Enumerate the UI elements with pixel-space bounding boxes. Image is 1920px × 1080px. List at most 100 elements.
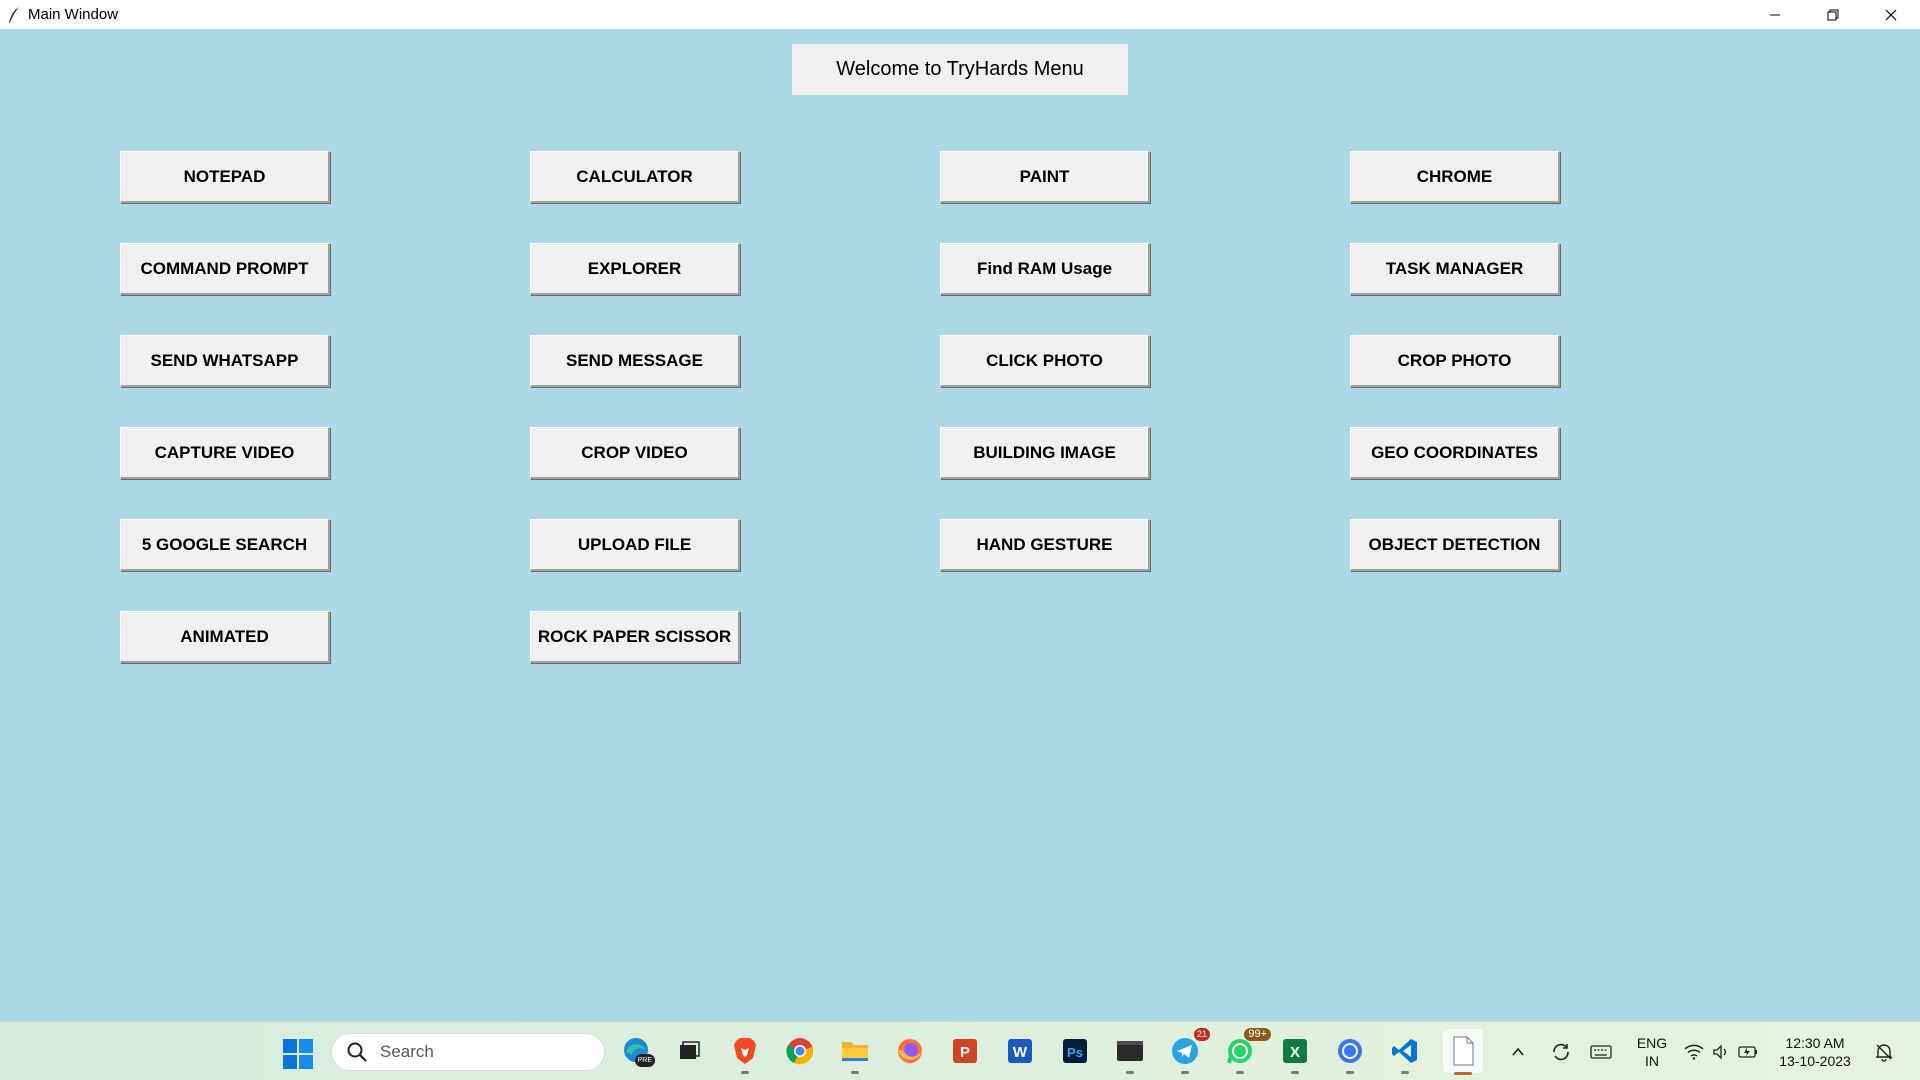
language-code: ENG	[1636, 1034, 1668, 1051]
show-hidden-icons[interactable]	[1510, 1022, 1526, 1080]
word-icon: W	[1008, 1039, 1032, 1063]
find-ram-usage-button[interactable]: Find RAM Usage	[940, 243, 1150, 295]
running-indicator	[1401, 1071, 1409, 1074]
window-controls	[1746, 0, 1920, 29]
telegram-app[interactable]: 21	[1168, 1028, 1210, 1074]
running-indicator	[1236, 1071, 1244, 1074]
minimize-icon	[1770, 14, 1780, 15]
clock-time: 12:30 AM	[1785, 1034, 1845, 1051]
word-app[interactable]: W	[1003, 1034, 1037, 1068]
chrome-app[interactable]	[783, 1034, 817, 1068]
client-area: Welcome to TryHards Menu NOTEPAD CALCULA…	[0, 29, 1920, 1021]
building-image-button[interactable]: BUILDING IMAGE	[940, 427, 1150, 479]
whatsapp-icon	[1227, 1039, 1252, 1064]
running-indicator	[1181, 1071, 1189, 1074]
excel-icon: X	[1283, 1039, 1307, 1063]
telegram-badge: 21	[1193, 1028, 1210, 1041]
running-indicator	[741, 1071, 749, 1074]
search-placeholder: Search	[380, 1042, 434, 1061]
notification-bell-icon	[1875, 1043, 1893, 1062]
close-icon	[1885, 9, 1897, 20]
running-indicator	[1291, 1071, 1299, 1074]
paint-button[interactable]: PAINT	[940, 151, 1150, 203]
terminal-app[interactable]	[1113, 1034, 1147, 1074]
send-whatsapp-button[interactable]: SEND WHATSAPP	[120, 335, 330, 387]
quick-settings[interactable]	[1684, 1022, 1758, 1080]
volume-icon	[1713, 1043, 1726, 1060]
python-window-app[interactable]	[1443, 1029, 1483, 1075]
clock[interactable]: 12:30 AM 13-10-2023	[1778, 1022, 1852, 1080]
feather-icon	[5, 6, 23, 24]
powerpoint-app[interactable]: P	[948, 1034, 982, 1068]
taskbar: Search PRE P	[0, 1021, 1920, 1080]
close-button[interactable]	[1862, 0, 1920, 29]
region-code: IN	[1645, 1052, 1659, 1069]
notifications-button[interactable]	[1874, 1022, 1894, 1080]
brave-icon	[734, 1038, 756, 1064]
folder-icon	[842, 1042, 868, 1061]
click-photo-button[interactable]: CLICK PHOTO	[940, 335, 1150, 387]
crop-video-button[interactable]: CROP VIDEO	[530, 427, 740, 479]
wifi-icon	[1684, 1044, 1704, 1060]
sync-icon	[1553, 1043, 1569, 1060]
taskbar-search[interactable]: Search	[331, 1033, 605, 1071]
vscode-icon	[1392, 1039, 1417, 1063]
photoshop-app[interactable]: Ps	[1058, 1034, 1092, 1068]
send-message-button[interactable]: SEND MESSAGE	[530, 335, 740, 387]
clock-date: 13-10-2023	[1779, 1052, 1851, 1069]
telegram-icon	[1172, 1038, 1198, 1064]
start-button[interactable]	[282, 1038, 314, 1070]
restore-button[interactable]	[1804, 0, 1862, 29]
running-indicator	[1126, 1071, 1134, 1074]
windows-logo-icon	[283, 1039, 313, 1069]
signal-app[interactable]	[1333, 1034, 1367, 1074]
task-manager-button[interactable]: TASK MANAGER	[1350, 243, 1560, 295]
task-view-icon	[680, 1041, 700, 1059]
brave-app[interactable]	[728, 1034, 762, 1074]
minimize-button[interactable]	[1746, 0, 1804, 29]
google-search-button[interactable]: 5 GOOGLE SEARCH	[120, 519, 330, 571]
capture-video-button[interactable]: CAPTURE VIDEO	[120, 427, 330, 479]
animated-button[interactable]: ANIMATED	[120, 611, 330, 663]
geo-coordinates-button[interactable]: GEO COORDINATES	[1350, 427, 1560, 479]
title-bar: Main Window	[0, 0, 1920, 29]
chevron-up-icon	[1512, 1047, 1524, 1056]
whatsapp-badge: 99+	[1244, 1028, 1271, 1041]
document-icon	[1453, 1036, 1474, 1066]
battery-icon	[1738, 1045, 1757, 1058]
chat-bubble-icon	[1338, 1039, 1362, 1063]
hand-gesture-button[interactable]: HAND GESTURE	[940, 519, 1150, 571]
taskview-app[interactable]	[672, 1034, 706, 1068]
svg-text:W: W	[1013, 1044, 1028, 1061]
running-indicator	[851, 1071, 859, 1074]
vscode-app[interactable]	[1388, 1034, 1422, 1074]
file-explorer-app[interactable]	[838, 1034, 872, 1074]
whatsapp-app[interactable]: 99+	[1223, 1028, 1271, 1074]
restore-icon	[1827, 9, 1839, 20]
crop-photo-button[interactable]: CROP PHOTO	[1350, 335, 1560, 387]
rock-paper-scissor-button[interactable]: ROCK PAPER SCISSOR	[530, 611, 740, 663]
chrome-button[interactable]: CHROME	[1350, 151, 1560, 203]
upload-file-button[interactable]: UPLOAD FILE	[530, 519, 740, 571]
calculator-button[interactable]: CALCULATOR	[530, 151, 740, 203]
svg-text:X: X	[1290, 1044, 1300, 1061]
running-indicator	[1346, 1071, 1354, 1074]
svg-text:P: P	[960, 1044, 970, 1061]
input-language[interactable]: ENG IN	[1630, 1022, 1674, 1080]
command-prompt-button[interactable]: COMMAND PROMPT	[120, 243, 330, 295]
explorer-button[interactable]: EXPLORER	[530, 243, 740, 295]
welcome-label: Welcome to TryHards Menu	[792, 44, 1128, 95]
firefox-app[interactable]	[893, 1034, 927, 1068]
excel-app[interactable]: X	[1278, 1034, 1312, 1074]
firefox-icon	[898, 1039, 922, 1063]
edge-dev-app[interactable]: PRE	[619, 1034, 655, 1068]
photoshop-icon: Ps	[1063, 1039, 1087, 1063]
window-title: Main Window	[28, 6, 119, 23]
sync-tray-button[interactable]	[1550, 1022, 1572, 1080]
notepad-button[interactable]: NOTEPAD	[120, 151, 330, 203]
touch-keyboard-button[interactable]	[1590, 1022, 1612, 1080]
object-detection-button[interactable]: OBJECT DETECTION	[1350, 519, 1560, 571]
active-indicator	[1454, 1072, 1472, 1075]
terminal-icon	[1117, 1041, 1143, 1061]
chrome-icon	[786, 1038, 813, 1065]
